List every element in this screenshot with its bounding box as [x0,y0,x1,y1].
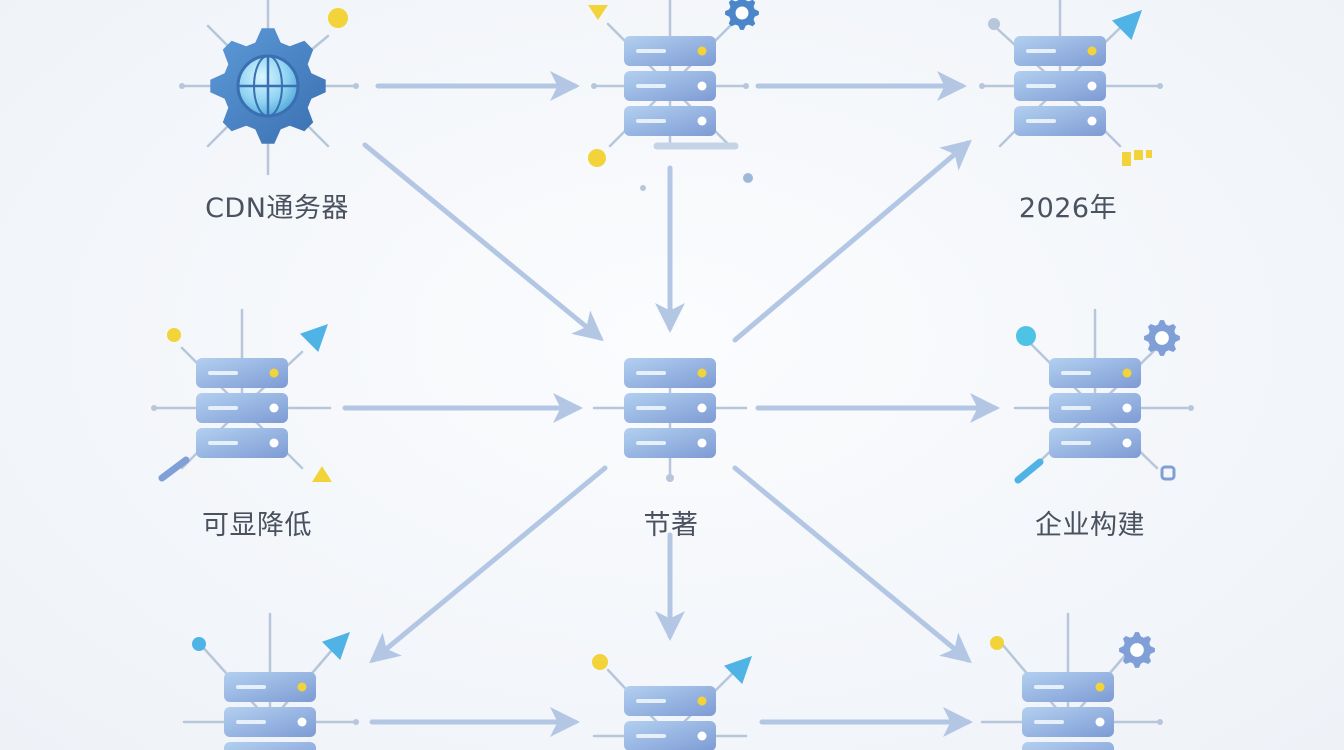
triangle-marker-icon [588,5,608,20]
server-unit [1049,428,1141,458]
diagram-nodes [151,0,1194,750]
label-year: 2026年 [1018,193,1118,224]
accent-dot [592,654,608,670]
server-unit [624,393,716,423]
server-unit [196,393,288,423]
bar-marker-icon [1122,152,1131,166]
server-unit [624,106,716,136]
connection-arrow [362,142,604,342]
accent-dot [167,328,181,342]
server-unit [1022,707,1114,737]
connection-arrow [732,139,972,343]
pointer-arrow-icon [724,656,752,684]
server-icon [592,358,748,478]
server-unit [624,721,716,750]
pointer-arrow-icon [1112,10,1142,40]
server-unit [1014,71,1106,101]
connection-arrows [342,71,1000,737]
connection-arrow [369,465,608,664]
pointer-arrow-icon [322,632,350,660]
server-icon [592,668,748,750]
label-enterprise: 企业构建 [1035,510,1145,541]
server-unit [624,686,716,716]
server-unit [1022,672,1114,702]
bar-marker-icon [1134,150,1143,160]
server-unit [624,428,716,458]
connection-arrow [732,465,972,664]
server-unit [624,71,716,101]
gear-icon [1144,320,1180,356]
server-unit [224,672,316,702]
server-unit [624,36,716,66]
node-dot [743,173,753,183]
accent-dot [192,637,206,651]
server-unit [224,742,316,750]
accent-dot [328,8,348,28]
gear-icon [1119,632,1155,668]
server-icon [182,612,359,750]
node-dot [988,18,1000,30]
square-marker-icon [1160,465,1176,481]
accent-dot [1016,326,1036,346]
server-icon [591,0,749,150]
server-icon [979,0,1163,148]
server-unit [1014,106,1106,136]
pointer-arrow-icon [300,324,328,352]
accent-dot [588,149,606,167]
server-unit [1049,358,1141,388]
server-icon [1013,308,1194,470]
server-unit [1014,36,1106,66]
server-icon [151,308,332,470]
server-unit [1049,393,1141,423]
triangle-marker-icon [312,466,332,482]
label-reduce: 可显降低 [202,510,312,541]
bar-marker-icon [1146,150,1152,158]
pill-marker-icon [158,456,190,482]
accent-dot [990,636,1004,650]
server-unit [1022,742,1114,750]
server-unit [624,358,716,388]
pill-marker-icon [1014,458,1044,484]
server-unit [196,428,288,458]
label-cdn-server: CDN通务器 [205,193,349,224]
label-center: 节著 [643,510,699,541]
node-dot [666,474,674,482]
server-icon [980,612,1163,750]
server-unit [196,358,288,388]
gear-icon [725,0,759,30]
server-unit [224,707,316,737]
node-dot [640,185,646,191]
globe-icon [236,54,300,118]
